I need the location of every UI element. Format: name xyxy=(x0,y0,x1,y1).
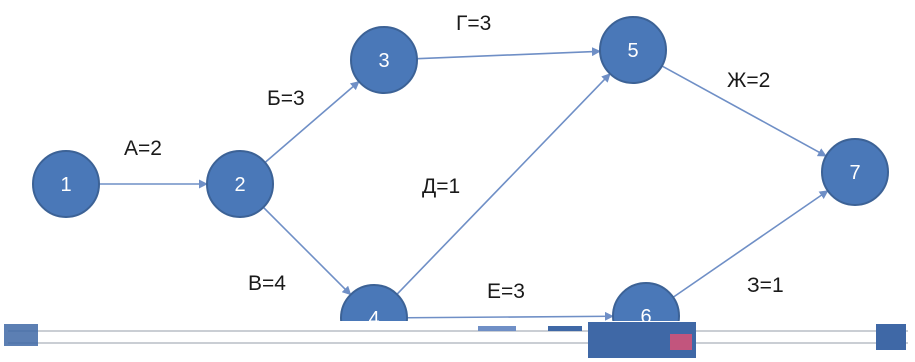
edges-layer xyxy=(99,47,829,321)
node-3-label: 3 xyxy=(378,50,389,72)
edge-4-5 xyxy=(396,73,611,295)
node-7-label: 7 xyxy=(849,162,860,184)
node-2-label: 2 xyxy=(234,174,245,196)
edge-label-3-5: Г=3 xyxy=(456,12,491,35)
node-4-label: 4 xyxy=(368,308,379,330)
edge-label-4-6: Е=3 xyxy=(487,280,525,303)
node-7: 7 xyxy=(821,138,889,206)
edge-label-5-7: Ж=2 xyxy=(727,69,770,92)
node-5-label: 5 xyxy=(627,40,638,62)
edge-labels-layer: А=2 Б=3 В=4 Г=3 Д=1 Е=3 Ж=2 З=1 xyxy=(124,12,784,303)
nodes-layer: 1 2 3 4 5 6 7 xyxy=(32,16,889,352)
edge-label-1-2: А=2 xyxy=(124,137,162,160)
edge-3-5 xyxy=(416,47,601,60)
node-1: 1 xyxy=(32,150,100,218)
node-2: 2 xyxy=(206,150,274,218)
node-6-label: 6 xyxy=(640,306,651,328)
edge-2-3 xyxy=(264,80,360,164)
edge-2-4 xyxy=(262,206,352,296)
edge-label-4-5: Д=1 xyxy=(422,175,460,198)
edge-label-2-4: В=4 xyxy=(248,272,286,295)
node-1-label: 1 xyxy=(60,174,71,196)
edge-4-6 xyxy=(406,311,614,321)
node-3: 3 xyxy=(350,26,418,94)
node-5: 5 xyxy=(599,16,667,84)
edge-label-6-7: З=1 xyxy=(747,274,784,297)
edge-label-2-3: Б=3 xyxy=(267,87,305,110)
bottom-crop-strip xyxy=(0,321,915,362)
edge-5-7 xyxy=(661,65,827,157)
edge-6-7 xyxy=(672,190,829,298)
